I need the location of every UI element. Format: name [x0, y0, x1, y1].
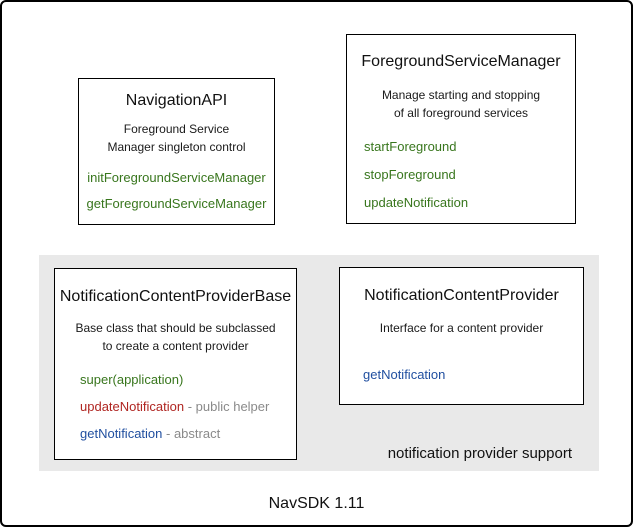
method-list: getNotification	[340, 366, 583, 384]
description-line: Manager singleton control	[107, 140, 246, 154]
class-description-notification-content-provider: Interface for a content provider	[340, 319, 583, 337]
method-name: startForeground	[364, 139, 457, 154]
class-box-navigation-api: NavigationAPI Foreground Service Manager…	[78, 78, 275, 225]
method-init-foreground-service-manager: initForegroundServiceManager	[79, 169, 274, 187]
class-box-foreground-service-manager: ForegroundServiceManager Manage starting…	[346, 34, 576, 224]
method-name: getNotification	[363, 367, 446, 382]
class-title-foreground-service-manager: ForegroundServiceManager	[361, 53, 561, 70]
class-box-notification-content-provider-base: NotificationContentProviderBase Base cla…	[54, 268, 297, 460]
method-name: getNotification	[80, 426, 163, 441]
method-annotation: - abstract	[162, 426, 221, 441]
class-title-notification-content-provider: NotificationContentProvider	[364, 287, 559, 304]
method-list: super(application) updateNotification - …	[55, 371, 296, 443]
description-line: Base class that should be subclassed	[75, 321, 276, 335]
class-box-notification-content-provider: NotificationContentProvider Interface fo…	[339, 267, 584, 405]
method-update-notification: updateNotification - public helper	[80, 398, 296, 416]
method-name: updateNotification	[364, 195, 469, 210]
method-name: initForegroundServiceManager	[87, 170, 266, 185]
method-name: updateNotification	[80, 399, 185, 414]
method-start-foreground: startForeground	[364, 138, 575, 156]
method-name: super(application)	[80, 372, 184, 387]
method-name: stopForeground	[364, 167, 456, 182]
method-get-notification: getNotification	[363, 366, 583, 384]
class-description-notification-content-provider-base: Base class that should be subclassed to …	[55, 319, 296, 355]
method-list: startForeground stopForeground updateNot…	[347, 138, 575, 212]
method-stop-foreground: stopForeground	[364, 166, 575, 184]
method-list: initForegroundServiceManager getForegrou…	[79, 169, 274, 213]
class-description-navigation-api: Foreground Service Manager singleton con…	[79, 120, 274, 156]
class-title-notification-content-provider-base: NotificationContentProviderBase	[59, 288, 292, 305]
class-description-foreground-service-manager: Manage starting and stopping of all fore…	[347, 86, 575, 122]
method-update-notification: updateNotification	[364, 194, 575, 212]
description-line: Foreground Service	[123, 122, 230, 136]
panel-caption: notification provider support	[387, 445, 572, 462]
description-line: of all foreground services	[393, 106, 529, 120]
footer-version-label: NavSDK 1.11	[268, 495, 365, 512]
description-line: Manage starting and stopping	[381, 88, 541, 102]
method-super-application: super(application)	[80, 371, 296, 389]
description-line: to create a content provider	[102, 339, 249, 353]
method-get-foreground-service-manager: getForegroundServiceManager	[79, 195, 274, 213]
method-annotation: - public helper	[184, 399, 270, 414]
method-name: getForegroundServiceManager	[86, 196, 267, 211]
class-title-navigation-api: NavigationAPI	[125, 92, 228, 109]
notification-provider-support-panel: NotificationContentProviderBase Base cla…	[39, 255, 599, 471]
description-line: Interface for a content provider	[379, 321, 544, 335]
method-get-notification: getNotification - abstract	[80, 425, 296, 443]
